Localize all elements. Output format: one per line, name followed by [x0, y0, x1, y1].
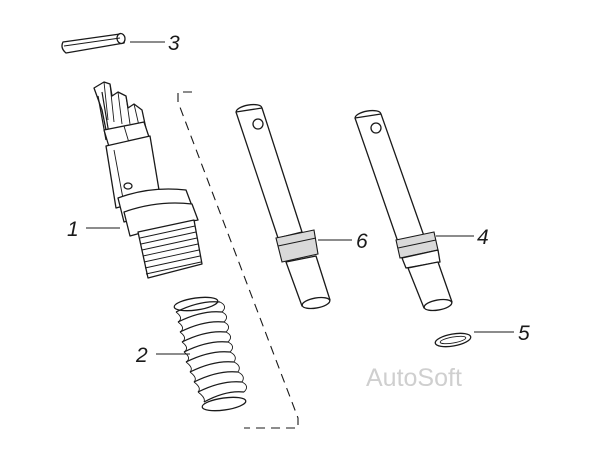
callout-3: 3	[168, 32, 180, 55]
assembly-bracket	[177, 91, 299, 429]
leader-lines	[86, 41, 514, 355]
part-2-spring	[173, 296, 247, 412]
watermark: AutoSoft	[366, 364, 462, 392]
part-3-pin	[61, 32, 126, 54]
part-6-plunger	[235, 103, 331, 310]
part-4-plunger	[354, 109, 453, 312]
callout-1: 1	[67, 218, 79, 241]
callout-6: 6	[356, 230, 368, 253]
part-1-valve-body	[93, 81, 203, 279]
callout-4: 4	[477, 226, 489, 249]
part-5-o-ring	[434, 332, 472, 348]
callout-2: 2	[135, 344, 148, 367]
callout-5: 5	[518, 322, 530, 345]
